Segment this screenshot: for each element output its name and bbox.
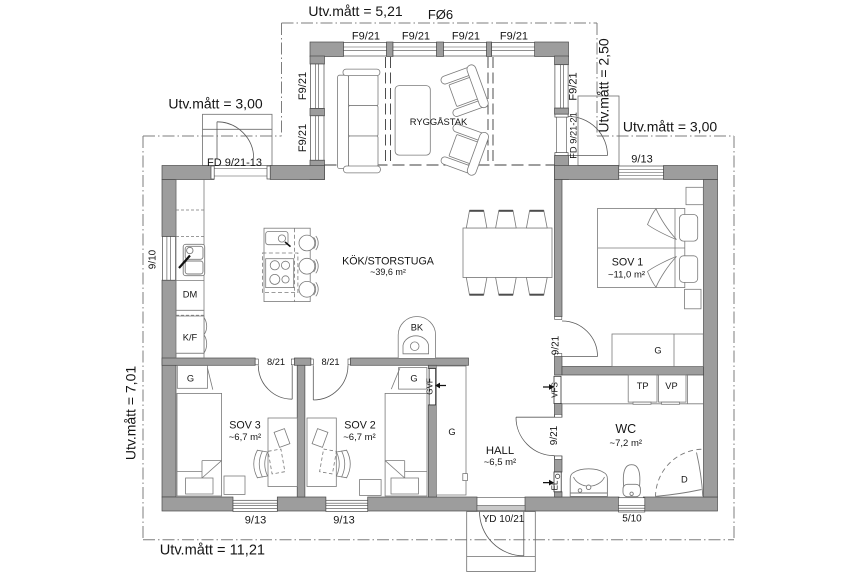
svg-text:9/21: 9/21 — [549, 425, 560, 445]
svg-text:G: G — [448, 427, 455, 437]
svg-text:HALL: HALL — [486, 445, 514, 457]
svg-text:9/13: 9/13 — [245, 515, 266, 527]
svg-text:Utv.mått = 5,21: Utv.mått = 5,21 — [308, 3, 402, 19]
svg-text:8/21: 8/21 — [321, 357, 339, 367]
svg-text:F9/21: F9/21 — [452, 31, 480, 43]
svg-text:F9/21: F9/21 — [500, 31, 528, 43]
svg-text:TP: TP — [637, 381, 649, 391]
svg-text:9/21: 9/21 — [551, 335, 562, 355]
svg-text:9/13: 9/13 — [333, 515, 354, 527]
svg-text:FØ6: FØ6 — [428, 7, 453, 22]
svg-text:~7,2 m²: ~7,2 m² — [610, 438, 642, 449]
svg-text:FD 9/21-13: FD 9/21-13 — [207, 157, 262, 169]
svg-text:F9/21: F9/21 — [352, 31, 380, 43]
svg-text:G: G — [187, 374, 194, 384]
svg-text:F9/21: F9/21 — [568, 72, 580, 100]
svg-text:F9/21: F9/21 — [297, 124, 309, 152]
svg-text:5/10: 5/10 — [622, 513, 642, 524]
svg-text:DM: DM — [183, 290, 197, 300]
svg-text:Utv.mått = 3,00: Utv.mått = 3,00 — [168, 96, 262, 112]
svg-text:9/10: 9/10 — [148, 249, 159, 269]
svg-text:Utv.mått = 11,21: Utv.mått = 11,21 — [160, 543, 265, 559]
svg-text:K/F: K/F — [183, 333, 198, 343]
svg-text:KÖK/STORSTUGA: KÖK/STORSTUGA — [342, 256, 435, 268]
svg-text:Utv.mått = 3,00: Utv.mått = 3,00 — [623, 119, 717, 135]
svg-text:~6,7 m²: ~6,7 m² — [229, 432, 261, 443]
svg-text:G: G — [410, 374, 417, 384]
svg-text:BK: BK — [411, 323, 424, 333]
svg-text:VP: VP — [665, 381, 677, 391]
svg-text:~39,6 m²: ~39,6 m² — [370, 267, 406, 277]
svg-text:SOV 1: SOV 1 — [612, 257, 644, 269]
svg-text:D: D — [681, 475, 688, 485]
svg-text:Utv.mått = 2,50: Utv.mått = 2,50 — [596, 38, 612, 132]
svg-text:SOV 3: SOV 3 — [229, 420, 261, 432]
svg-text:F9/21: F9/21 — [297, 72, 309, 100]
svg-text:Utv.mått = 7,01: Utv.mått = 7,01 — [123, 366, 139, 460]
svg-text:9/13: 9/13 — [631, 154, 652, 166]
svg-text:FD 9/21-21: FD 9/21-21 — [569, 112, 579, 159]
svg-text:GVF: GVF — [426, 378, 435, 395]
svg-text:F9/21: F9/21 — [402, 31, 430, 43]
svg-text:YD 10/21: YD 10/21 — [483, 514, 525, 525]
svg-text:G: G — [654, 346, 661, 356]
svg-text:WC: WC — [615, 422, 636, 436]
svg-text:~6,7 m²: ~6,7 m² — [343, 432, 375, 443]
svg-text:SOV 2: SOV 2 — [344, 420, 376, 432]
svg-text:EL: EL — [551, 480, 560, 490]
svg-text:8/21: 8/21 — [267, 357, 285, 367]
svg-text:VFS: VFS — [551, 382, 560, 398]
svg-text:RYGGÅSTAK: RYGGÅSTAK — [410, 116, 468, 127]
svg-text:~11,0 m²: ~11,0 m² — [608, 270, 645, 281]
svg-text:~6,5 m²: ~6,5 m² — [484, 457, 516, 468]
